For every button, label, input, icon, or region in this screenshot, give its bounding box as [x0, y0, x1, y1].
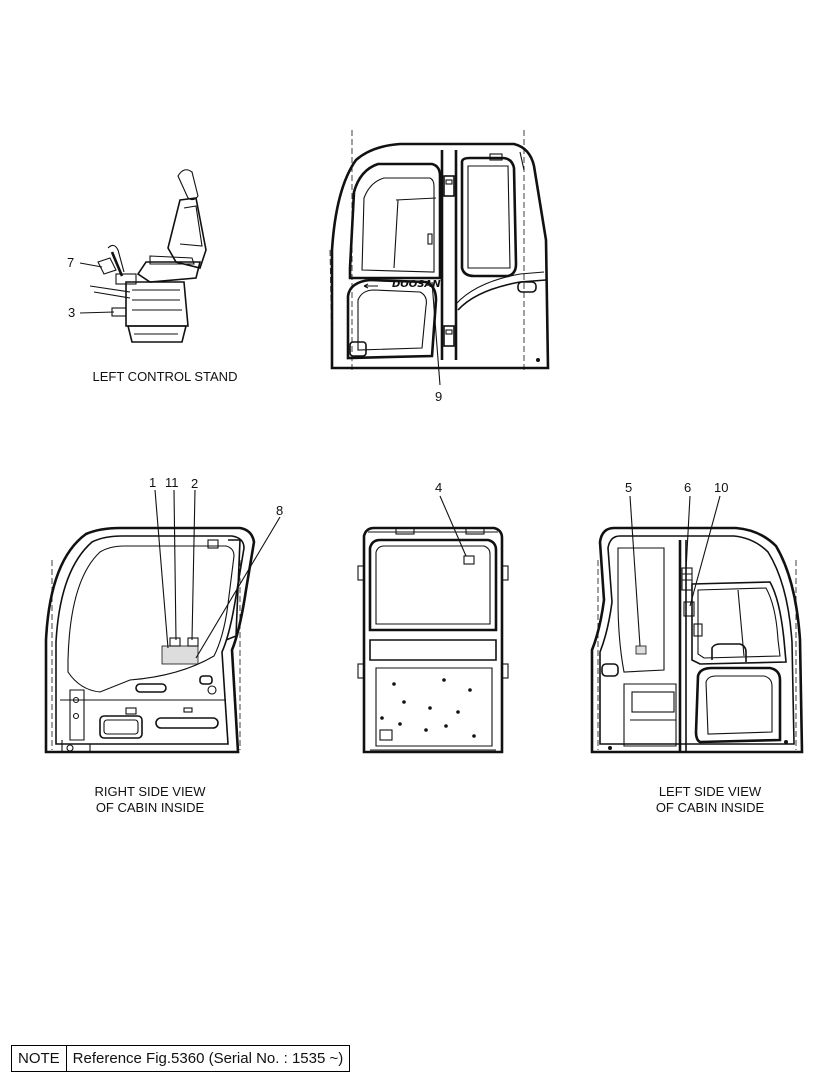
caption-left-side-view: LEFT SIDE VIEW OF CABIN INSIDE — [620, 784, 800, 816]
callout-11: 11 — [165, 475, 179, 490]
caption-right-side-line2: OF CABIN INSIDE — [95, 800, 205, 815]
caption-right-side-line1: RIGHT SIDE VIEW — [94, 784, 206, 799]
callout-5: 5 — [625, 480, 633, 495]
note-box: NOTE Reference Fig.5360 (Serial No. : 15… — [11, 1045, 351, 1072]
callout-7: 7 — [67, 255, 75, 270]
caption-left-side-line1: LEFT SIDE VIEW — [658, 784, 762, 799]
callout-2: 2 — [191, 476, 199, 491]
callout-9: 9 — [435, 389, 443, 404]
seat-drawing — [79, 169, 207, 343]
callout-1: 1 — [149, 475, 157, 490]
caption-right-side-view: RIGHT SIDE VIEW OF CABIN INSIDE — [60, 784, 240, 816]
caption-left-side-line2: OF CABIN INSIDE — [655, 800, 765, 815]
door-logo-text: DOOSAN — [392, 279, 441, 290]
cabin-rear-drawing — [357, 495, 509, 754]
callout-4: 4 — [435, 480, 443, 495]
callout-3: 3 — [68, 305, 76, 320]
callout-10: 10 — [714, 480, 729, 495]
callout-8: 8 — [276, 503, 284, 518]
caption-left-control-stand-text: LEFT CONTROL STAND — [92, 369, 238, 384]
caption-left-control-stand: LEFT CONTROL STAND — [60, 369, 270, 385]
right-side-inside-drawing — [44, 489, 281, 754]
note-text: Reference Fig.5360 (Serial No. : 1535 ~) — [72, 1050, 344, 1067]
left-side-inside-drawing — [590, 495, 804, 754]
cabin-exterior-drawing: DOOSAN — [329, 130, 550, 386]
note-label: NOTE — [12, 1046, 67, 1071]
callout-6: 6 — [684, 480, 692, 495]
